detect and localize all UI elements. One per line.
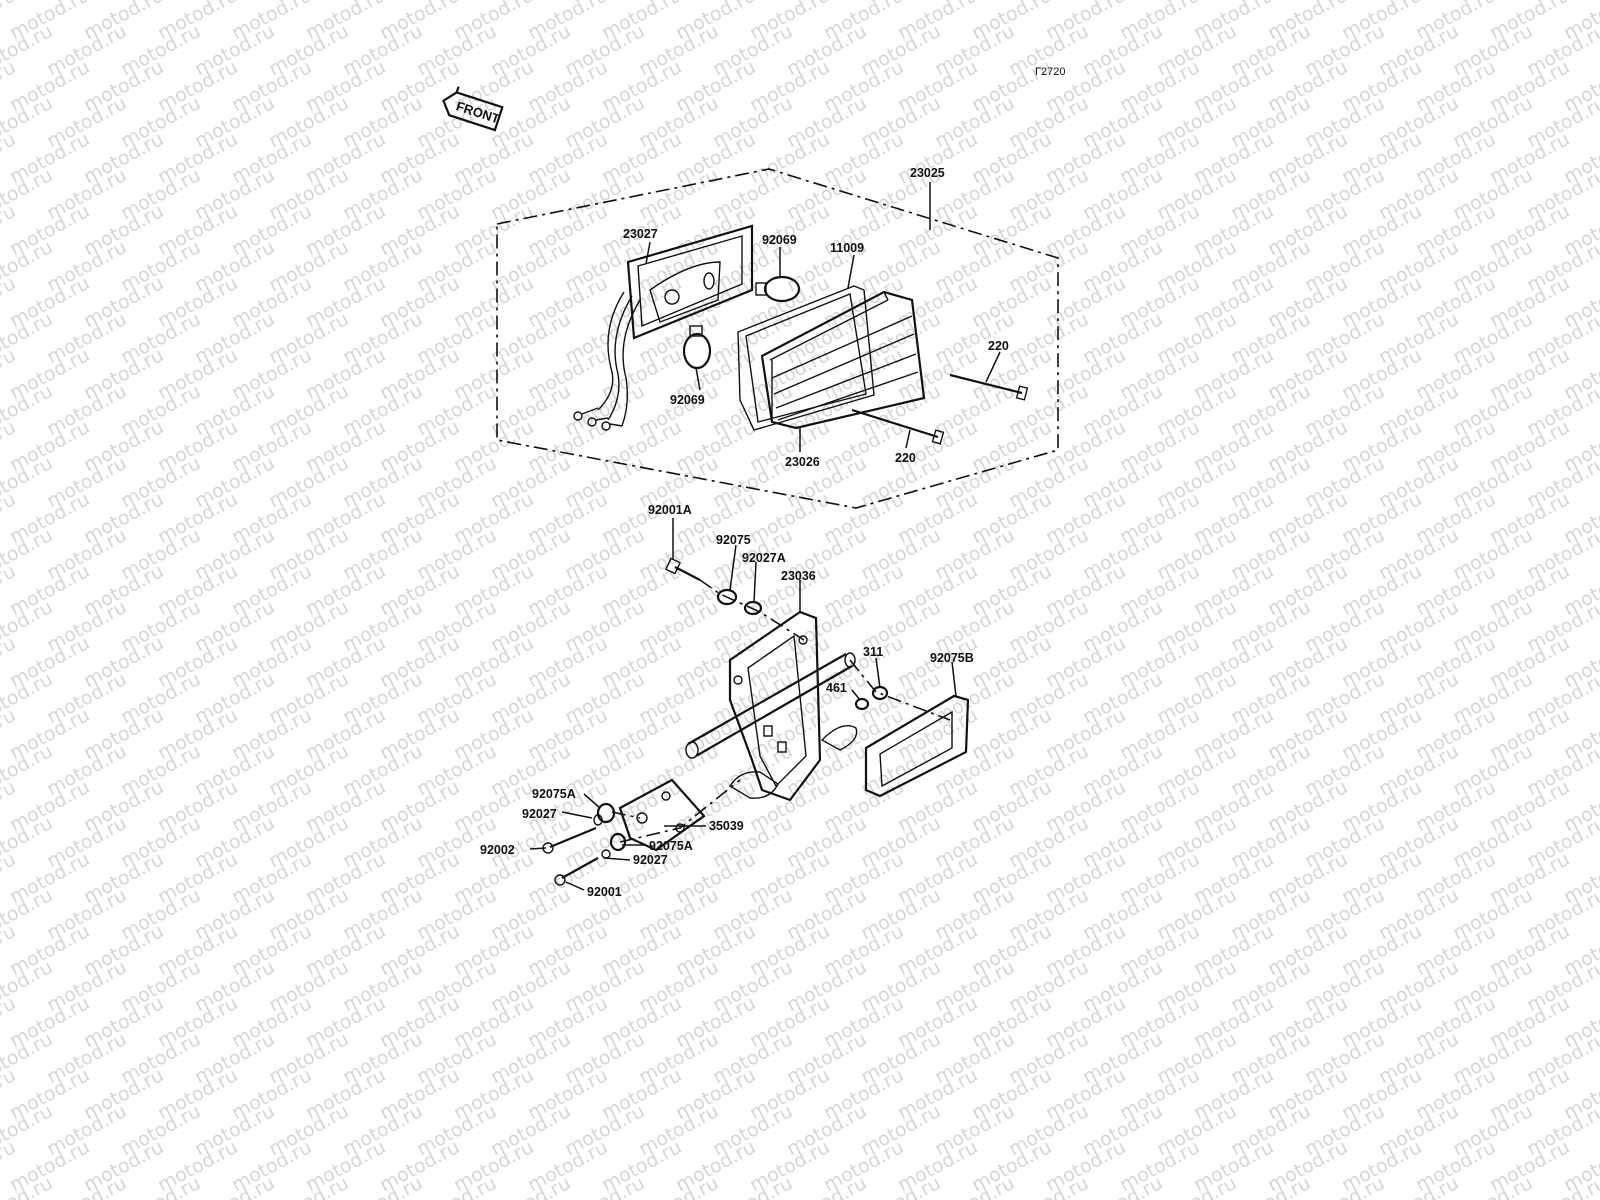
label-461: 461 [826,681,847,695]
label-23026: 23026 [785,455,820,469]
label-311: 311 [863,645,883,659]
label-92027-top: 92027 [522,807,557,821]
label-220-bottom: 220 [895,451,916,465]
label-92002: 92002 [480,843,515,857]
label-92075B: 92075B [930,651,974,665]
label-92069-top: 92069 [762,233,797,247]
label-92001A: 92001A [648,503,692,517]
label-92027-bottom: 92027 [633,853,668,867]
label-92075: 92075 [716,533,751,547]
label-35039: 35039 [709,819,744,833]
label-92075A-top: 92075A [532,787,576,801]
label-23027: 23027 [623,227,658,241]
label-92001: 92001 [587,885,622,899]
label-220-top: 220 [988,339,1009,353]
label-92075A-bottom: 92075A [649,839,693,853]
figure-code: Γ2720 [1035,66,1066,78]
label-23025: 23025 [910,166,945,180]
label-92027A: 92027A [742,551,786,565]
label-23036: 23036 [781,569,816,583]
label-11009: 11009 [830,241,864,255]
label-92069-bottom: 92069 [670,393,705,407]
